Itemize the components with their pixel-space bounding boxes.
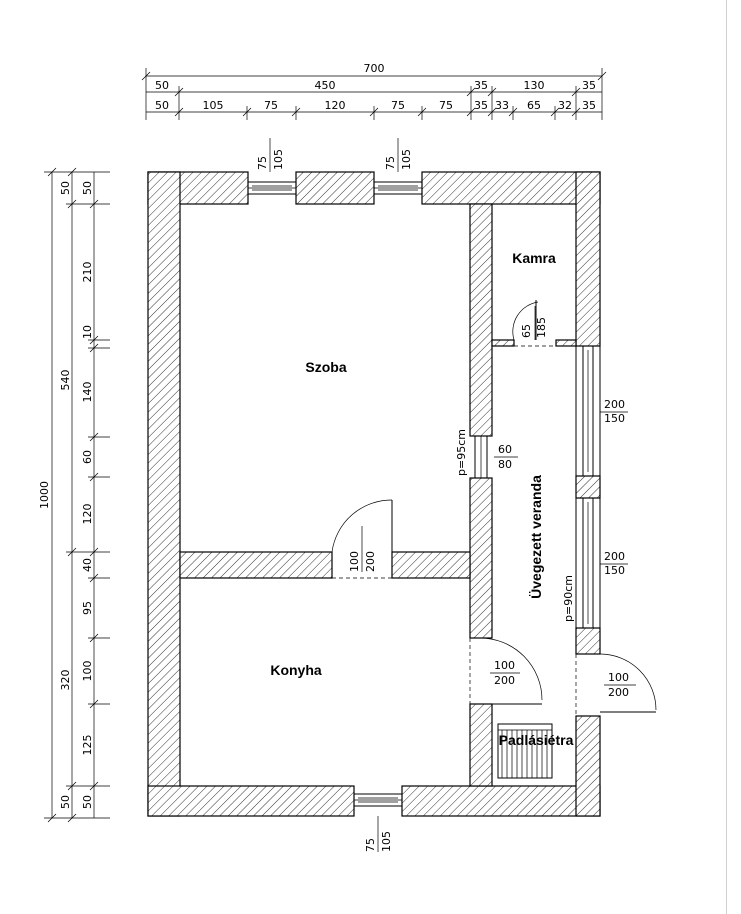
wall-middle-left	[179, 551, 333, 579]
dim-c3-1: 210	[81, 262, 94, 283]
win2-height: 105	[400, 149, 413, 170]
konyha-door-width: 100	[494, 659, 515, 672]
dim-c3-4: 60	[81, 450, 94, 464]
wall-partition-lower	[469, 703, 493, 787]
wall-top-right	[421, 171, 601, 205]
dim-r3-2: 75	[264, 99, 278, 112]
dim-total-height: 1000	[38, 481, 51, 509]
dim-c3-3: 140	[81, 382, 94, 403]
wall-left	[147, 171, 181, 817]
dim-r3-9: 32	[558, 99, 572, 112]
win1-width: 75	[256, 156, 269, 170]
dim-r2-4: 35	[582, 79, 596, 92]
top-dimensions: 700 50 450 35 130 35 50 105	[141, 62, 607, 120]
wall-right-lower	[575, 715, 601, 817]
doors	[331, 300, 657, 716]
wall-kamra-bottom-right	[555, 339, 577, 347]
kamra-door-width: 65	[520, 324, 533, 338]
room-padlas: Padlásiétra	[499, 732, 574, 748]
dim-c3-8: 100	[81, 661, 94, 682]
dim-r3-5: 75	[439, 99, 453, 112]
veranda-win2-height: 150	[604, 564, 625, 577]
attic-ladder	[497, 723, 553, 779]
dim-r3-4: 75	[391, 99, 405, 112]
room-labels: Szoba Kamra Konyha Üvegezett veranda Pad…	[270, 250, 573, 748]
dim-c3-5: 120	[81, 504, 94, 525]
win1-height: 105	[272, 149, 285, 170]
entry-door-height: 200	[608, 686, 629, 699]
opening-labels: 75 105 75 105 75 105 65 185 60 80 p=95cm…	[256, 138, 636, 852]
wall-bottom-right	[401, 785, 601, 817]
page-edge	[726, 0, 727, 914]
wall-bottom-left	[147, 785, 355, 817]
room-szoba: Szoba	[305, 359, 346, 375]
dim-c3-0: 50	[81, 181, 94, 195]
dim-r3-10: 35	[582, 99, 596, 112]
wall-partition-mid	[469, 477, 493, 639]
veranda-win1-height: 150	[604, 412, 625, 425]
dim-r2-2: 35	[474, 79, 488, 92]
dim-r3-0: 50	[155, 99, 169, 112]
dim-r3-8: 65	[527, 99, 541, 112]
win-bottom-width: 75	[364, 838, 377, 852]
inner-win-width: 60	[498, 443, 512, 456]
dim-c2-2: 320	[59, 670, 72, 691]
win2-width: 75	[384, 156, 397, 170]
walls	[147, 171, 601, 817]
konyha-door-height: 200	[494, 674, 515, 687]
parapet-1: p=95cm	[455, 429, 468, 476]
room-kamra: Kamra	[512, 250, 556, 266]
wall-right-kamra	[575, 171, 601, 347]
dim-c2-3: 50	[59, 795, 72, 809]
veranda-win2-width: 200	[604, 550, 625, 563]
dim-r3-1: 105	[203, 99, 224, 112]
dim-r2-1: 450	[315, 79, 336, 92]
szoba-door-height: 200	[364, 551, 377, 572]
dim-c3-10: 50	[81, 795, 94, 809]
dim-c3-6: 40	[81, 558, 94, 572]
wall-kamra-bottom-left	[491, 339, 515, 347]
veranda-win1-width: 200	[604, 398, 625, 411]
wall-veranda-pier-2	[575, 627, 601, 655]
left-dimensions: 1000 50 540 320 50 50 210	[38, 167, 110, 823]
dim-r3-6: 35	[474, 99, 488, 112]
win-bottom-height: 105	[380, 831, 393, 852]
wall-top-mid	[295, 171, 375, 205]
dim-c2-0: 50	[59, 181, 72, 195]
parapet-2: p=90cm	[562, 575, 575, 622]
windows	[247, 181, 601, 807]
dim-total-width: 700	[364, 62, 385, 75]
room-veranda: Üvegezett veranda	[528, 475, 544, 599]
dim-c3-9: 125	[81, 735, 94, 756]
dim-r2-0: 50	[155, 79, 169, 92]
dim-r3-3: 120	[325, 99, 346, 112]
room-konyha: Konyha	[270, 662, 322, 678]
dim-c3-2: 10	[81, 325, 94, 339]
dim-r2-3: 130	[524, 79, 545, 92]
dim-c3-7: 95	[81, 601, 94, 615]
kamra-door-height: 185	[535, 317, 548, 338]
entry-door-width: 100	[608, 671, 629, 684]
wall-middle-right	[391, 551, 471, 579]
wall-veranda-pier	[575, 475, 601, 499]
inner-win-height: 80	[498, 458, 512, 471]
wall-partition-upper	[469, 203, 493, 437]
dim-r3-7: 33	[495, 99, 509, 112]
dim-c2-1: 540	[59, 370, 72, 391]
szoba-door-width: 100	[348, 551, 361, 572]
